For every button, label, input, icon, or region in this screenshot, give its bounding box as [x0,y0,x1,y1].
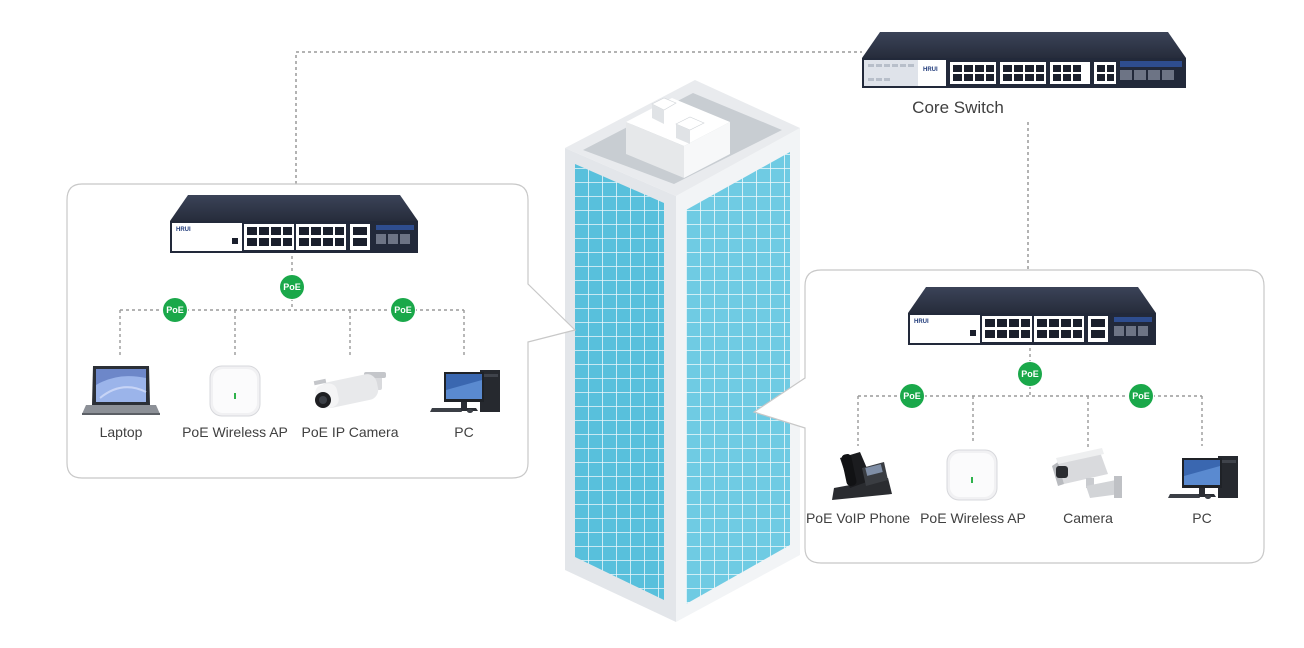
poe-badge: PoE [391,298,415,322]
backbone-links [295,51,1029,270]
desktop-pc-icon [430,370,500,413]
device-label-pc: PC [454,424,474,440]
device-label-ip-camera: PoE IP Camera [301,424,399,440]
core-switch-label: Core Switch [912,98,1004,117]
link-core-to-left [295,51,862,184]
left-callout-bubble [66,183,577,479]
device-label-wireless-ap: PoE Wireless AP [182,424,288,440]
wireless-ap-icon [209,365,261,417]
left-tree-links [119,256,465,358]
device-label-camera: Camera [1063,510,1113,526]
svg-text:HRUI: HRUI [176,227,191,233]
poe-badge: PoE [1018,362,1042,386]
right-access-switch: HRUI [908,287,1156,345]
left-access-switch: HRUI [170,195,418,253]
svg-text:HRUI: HRUI [914,319,929,325]
wireless-ap-icon-right [946,449,998,501]
desktop-pc-icon-right [1168,456,1238,499]
poe-badge: PoE [1129,384,1153,408]
device-label-voip-phone: PoE VoIP Phone [805,510,911,526]
poe-badge: PoE [163,298,187,322]
cctv-camera-icon [1052,448,1122,498]
device-label-wireless-ap-right: PoE Wireless AP [920,510,1026,526]
building-left-glass [575,164,664,600]
device-label-laptop: Laptop [99,424,143,440]
bullet-camera-icon [313,372,386,409]
laptop-icon [82,366,160,415]
voip-phone-icon [832,452,892,500]
svg-text:HRUI: HRUI [923,67,938,73]
poe-badge: PoE [900,384,924,408]
poe-badge: PoE [280,275,304,299]
office-building [565,80,800,622]
building-right-glass [686,152,790,604]
core-switch: HRUI [862,32,1186,88]
device-label-pc-right: PC [1192,510,1212,526]
right-tree-links [857,348,1203,448]
